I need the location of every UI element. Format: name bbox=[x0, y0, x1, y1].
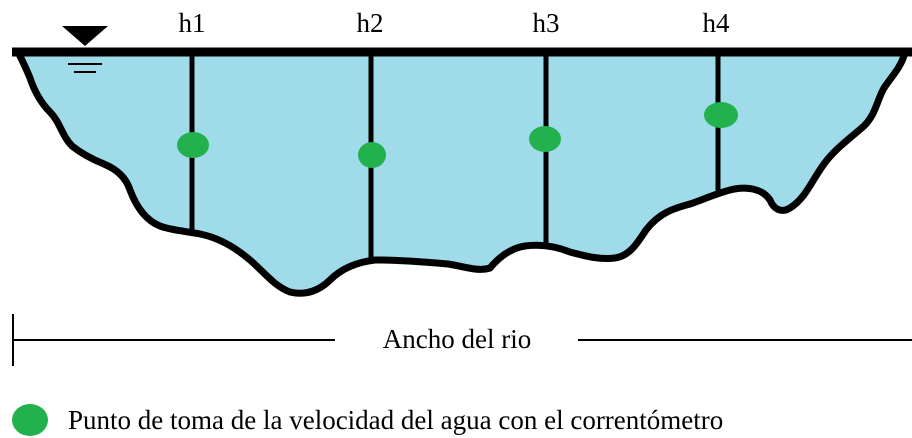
legend: Punto de toma de la velocidad del agua c… bbox=[12, 402, 723, 438]
legend-text: Punto de toma de la velocidad del agua c… bbox=[68, 404, 724, 435]
measurement-point-legend-icon bbox=[12, 404, 48, 436]
measurement-point-h1 bbox=[177, 132, 209, 158]
measurement-point-h3 bbox=[529, 126, 561, 152]
measurement-point-h2 bbox=[358, 142, 386, 168]
measurement-point-h4 bbox=[704, 102, 738, 128]
depth-vertical-h2: h2 bbox=[357, 8, 386, 261]
depth-vertical-h1: h1 bbox=[177, 8, 209, 233]
river-width-label: Ancho del rio bbox=[383, 324, 531, 354]
water-level-symbol-icon bbox=[62, 26, 108, 46]
depth-label-h1: h1 bbox=[179, 8, 206, 38]
depth-vertical-h4: h4 bbox=[703, 8, 738, 191]
depth-vertical-h3: h3 bbox=[529, 8, 561, 244]
depth-label-h2: h2 bbox=[357, 8, 384, 38]
depth-label-h3: h3 bbox=[533, 8, 560, 38]
depth-label-h4: h4 bbox=[703, 8, 731, 38]
water-body bbox=[14, 48, 909, 297]
